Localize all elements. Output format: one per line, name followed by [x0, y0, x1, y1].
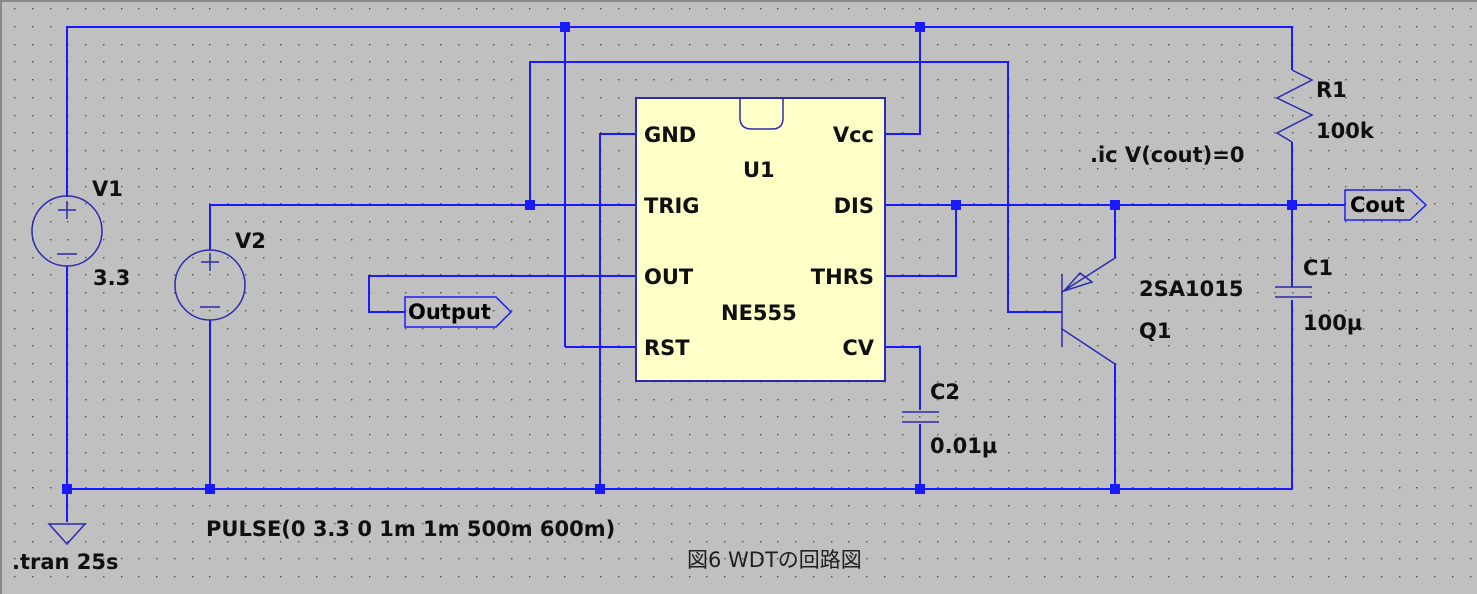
u1-pin-rst: RST: [644, 336, 690, 360]
junction-dot: [62, 484, 72, 494]
wire-vcc-pin[interactable]: [885, 27, 921, 135]
wire-out[interactable]: [368, 275, 636, 313]
wire-c1-gnd[interactable]: [67, 300, 1293, 490]
u1-pin-cv: CV: [842, 336, 874, 360]
figure-caption: 図6 WDTの回路図: [687, 548, 862, 572]
cout-net-label[interactable]: Cout: [1350, 193, 1405, 217]
junction-dot: [1287, 200, 1297, 210]
junction-dot: [205, 484, 215, 494]
v2-source-symbol[interactable]: [174, 249, 246, 321]
wire-vcc-rail[interactable]: [66, 26, 1293, 197]
c2-ref-label: C2: [930, 380, 961, 404]
v2-ref-label: V2: [235, 229, 266, 253]
u1-ne555-body[interactable]: [635, 97, 886, 382]
junction-dot: [915, 22, 925, 32]
wire-trig-q1-base[interactable]: [529, 61, 1062, 313]
ic-directive[interactable]: .ic V(cout)=0: [1090, 143, 1245, 167]
u1-pin-trig: TRIG: [644, 194, 700, 218]
c1-value-label: 100µ: [1303, 311, 1363, 335]
r1-resistor-symbol[interactable]: [1275, 69, 1314, 143]
ground-symbol: [47, 523, 87, 546]
u1-pin-out: OUT: [644, 265, 694, 289]
junction-dot: [595, 484, 605, 494]
junction-dot: [951, 200, 961, 210]
u1-model-label: NE555: [721, 301, 797, 325]
output-net-label-flag[interactable]: [404, 296, 513, 328]
v2-value-label: PULSE(0 3.3 0 1m 1m 500m 600m): [206, 517, 616, 541]
wire-cv[interactable]: [885, 346, 921, 410]
u1-pin-thrs: THRS: [810, 265, 874, 289]
output-net-label[interactable]: Output: [408, 300, 491, 324]
q1-model-label: 2SA1015: [1139, 277, 1244, 301]
q1-pnp-transistor-symbol[interactable]: [1061, 257, 1116, 365]
wire-gnd-pin[interactable]: [599, 133, 636, 489]
wire-v2-trig[interactable]: [209, 204, 636, 250]
c2-capacitor-symbol[interactable]: [902, 411, 939, 423]
r1-value-label: 100k: [1316, 119, 1374, 143]
junction-dot: [525, 200, 535, 210]
v1-ref-label: V1: [92, 177, 123, 201]
junction-dot: [1110, 484, 1120, 494]
wire-thrs[interactable]: [885, 205, 957, 277]
u1-pin-vcc: Vcc: [832, 123, 874, 147]
r1-ref-label: R1: [1316, 78, 1347, 102]
u1-pin-gnd: GND: [644, 123, 697, 147]
u1-pin-dis: DIS: [833, 194, 874, 218]
c1-capacitor-symbol[interactable]: [1275, 260, 1312, 298]
junction-dot: [1110, 200, 1120, 210]
junction-dot: [560, 22, 570, 32]
q1-ref-label: Q1: [1139, 319, 1172, 343]
c1-ref-label: C1: [1303, 256, 1334, 280]
u1-ref-label: U1: [743, 158, 775, 182]
v1-source-symbol[interactable]: [31, 195, 103, 267]
tran-directive[interactable]: .tran 25s: [12, 550, 119, 574]
c2-value-label: 0.01µ: [930, 434, 998, 458]
v1-value-label: 3.3: [93, 266, 131, 290]
cout-net-label-flag[interactable]: [1344, 189, 1428, 221]
junction-dot: [915, 484, 925, 494]
junctions: [62, 22, 1297, 494]
